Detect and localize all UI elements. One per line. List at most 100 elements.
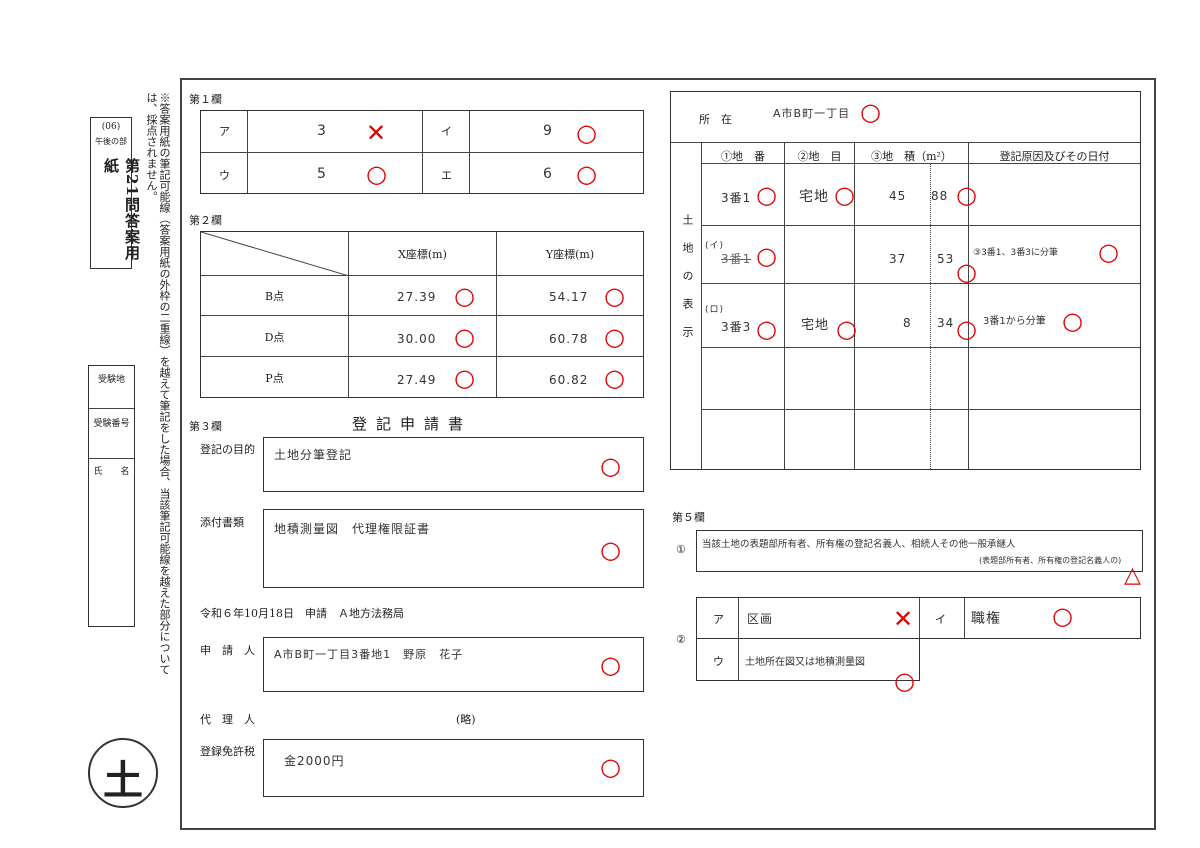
r3-area-int: 8 [903,316,912,330]
correct-mark: ○ [756,242,777,270]
application-title: 登記申請書 [352,415,473,433]
r3-chimoku: 宅地 [801,318,830,333]
x-value: 27.49 [397,373,437,387]
r3-chiban: 3番3 [721,320,752,334]
x-value: 27.39 [397,290,437,304]
applicant-label: 申 請 人 [200,644,255,657]
agent-label: 代 理 人 [200,713,255,726]
header-chiseki: ③地 積（m²） [871,150,952,163]
header-chiban: ①地 番 [721,150,765,163]
exam-place-label: 受験地 [97,375,125,385]
header-cause: 登記原因及びその日付 [999,150,1110,163]
q1-box: 当該土地の表題部所有者、所有権の登記名義人、相続人その他一般承継人 (表題部所有… [696,530,1143,572]
s1-a-label: ア [219,125,230,138]
correct-mark: ○ [836,315,857,343]
side-session: 午後の部 [95,137,127,146]
r1-area-dec: 88 [931,189,949,203]
correct-mark: ○ [1052,602,1073,630]
s1-u-label: ウ [219,169,230,182]
correct-mark: ○ [860,98,881,126]
correct-mark: ○ [756,315,777,343]
applicant-box: A市B町一丁目3番地1 野原 花子 [263,637,644,692]
correct-mark: ○ [576,119,597,147]
purpose-label: 登記の目的 [200,443,255,456]
correct-mark: ○ [1062,307,1083,335]
tax-value: 金2000円 [284,754,345,768]
section1-table: ア 3 イ 9 ウ 5 エ 6 [200,110,644,194]
correct-mark: ○ [600,452,621,480]
q2-u-value: 土地所在図又は地積測量図 [745,657,865,668]
s1-e-label: エ [441,169,452,182]
side-code: (06) [101,122,121,132]
y-value: 54.17 [549,290,589,304]
tax-label: 登録免許税 [200,745,255,758]
correct-mark: ○ [366,160,387,188]
s1-a-value: 3 [317,123,327,139]
q2-u-label: ウ [713,655,724,668]
diagonal-line [201,232,349,276]
correct-mark: ○ [454,282,475,310]
land-display-label: 土地の表示 [681,214,694,354]
application-date: 令和６年10月18日 申請 Ａ地方法務局 [200,607,404,620]
correct-mark: ○ [834,181,855,209]
q2-u-row: ウ 土地所在図又は地積測量図 [696,638,920,681]
correct-mark: ○ [576,160,597,188]
point-label: B点 [264,290,285,303]
s1-i-label: イ [441,125,452,138]
q2-i-label: イ [935,613,946,626]
x-value: 30.00 [397,332,437,346]
y-coordinate-header: Y座標(m) [545,248,595,261]
wrong-mark: ✕ [366,119,387,147]
r1-chimoku: 宅地 [799,189,829,205]
q1-answer: 当該土地の表題部所有者、所有権の登記名義人、相続人その他一般承継人 [702,539,1016,550]
correct-mark: ○ [600,753,621,781]
q2-table: ア 区画 イ 職権 [696,597,1141,639]
x-coordinate-header: X座標(m) [398,248,447,261]
r2-area-int: 37 [889,252,907,266]
correct-mark: ○ [600,536,621,564]
q1-label: ① [676,543,686,556]
exam-number-label: 受験番号 [93,419,130,429]
r1-area-int: 45 [889,189,907,203]
s1-u-value: 5 [317,166,327,182]
side-title-box: (06) 午後の部 第21問答案用紙 [90,117,141,269]
r3-area-dec: 34 [937,316,955,330]
r1-chiban: 3番1 [721,191,752,205]
correct-mark: ○ [756,181,777,209]
q2-label: ② [676,633,686,646]
emblem-icon: 土 [88,738,158,808]
side-title: 第21問答案用紙 [102,158,141,261]
answer-frame [180,78,1156,830]
y-value: 60.82 [549,373,589,387]
q1-answer-note: (表題部所有者、所有権の登記名義人の) [979,556,1122,565]
land-table: 所 在 A市B町一丁目 土地の表示 ①地 番 ②地 目 ③地 積（m²） 登記原… [670,91,1141,470]
correct-mark: ○ [604,364,625,392]
correct-mark: ○ [454,364,475,392]
tax-box: 金2000円 [263,739,644,797]
r2-cause: ③3番1、3番3に分筆 [973,248,1058,258]
correct-mark: ○ [600,651,621,679]
applicant-value: A市B町一丁目3番地1 野原 花子 [274,648,464,661]
attachments-label: 添付書類 [200,516,244,529]
correct-mark: ○ [1098,238,1119,266]
r3-prefix: (ロ) [705,305,725,315]
correct-mark: ○ [454,323,475,351]
location-label: 所 在 [699,113,732,126]
r2-area-dec: 53 [937,252,955,266]
section3-heading: 第３欄 [189,420,222,433]
y-value: 60.78 [549,332,589,346]
attachments-box: 地積測量図 代理権限証書 [263,509,644,588]
correct-mark: ○ [604,282,625,310]
exam-info-box: 受験地 受験番号 氏 名 [88,365,135,627]
correct-mark: ○ [956,315,977,343]
correct-mark: ○ [604,323,625,351]
section2-heading: 第２欄 [189,214,222,227]
section5-heading: 第５欄 [672,511,705,524]
s1-i-value: 9 [543,123,553,139]
wrong-mark: ✕ [893,605,914,633]
correct-mark: ○ [894,667,915,695]
q2-a-label: ア [713,613,724,626]
q2-a-value: 区画 [747,612,774,626]
location-value: A市B町一丁目 [773,107,851,120]
purpose-value: 土地分筆登記 [274,448,353,462]
